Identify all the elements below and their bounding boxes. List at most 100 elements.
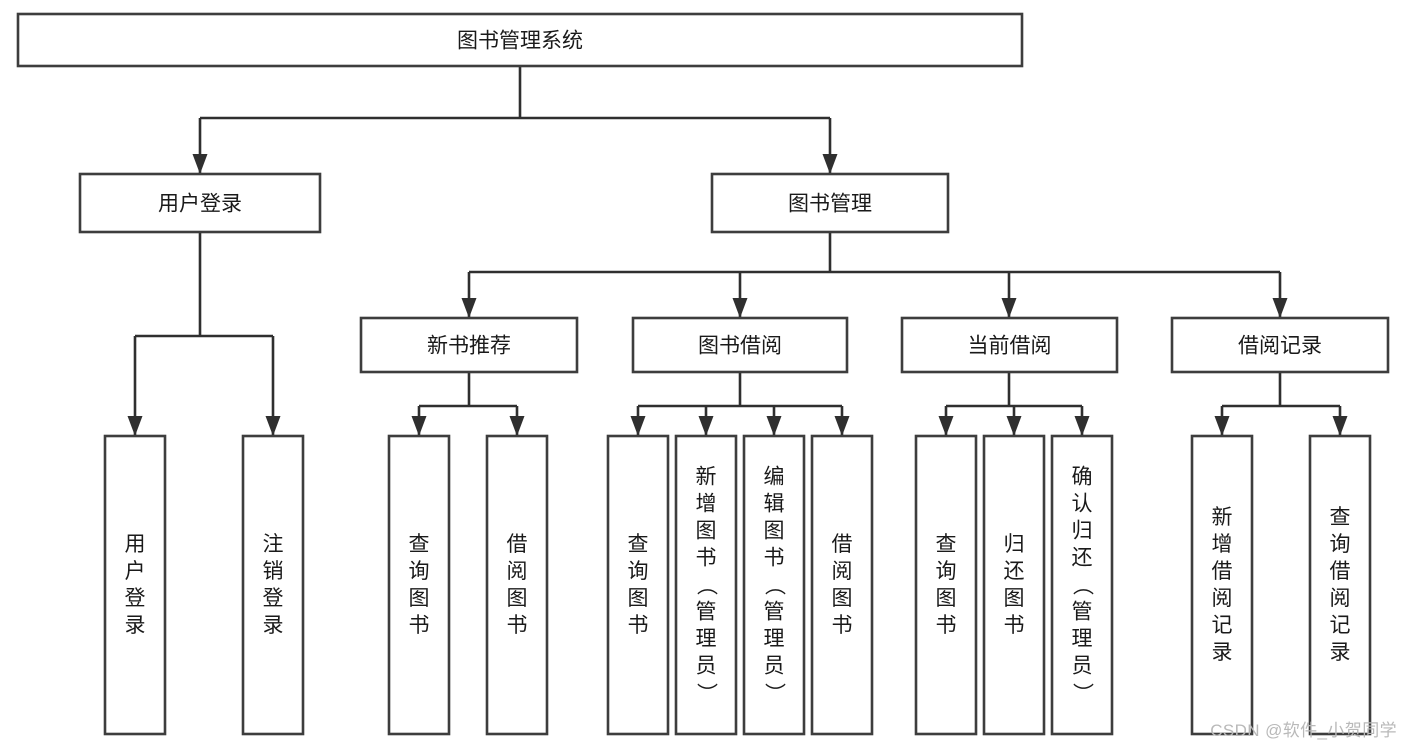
svg-text:录: 录: [1330, 641, 1351, 664]
node-box-leaf-query-book-c[interactable]: [914, 434, 978, 736]
nodes-layer: 图书管理系统用户登录图书管理新书推荐图书借阅当前借阅借阅记录用户登录注销登录查询…: [16, 12, 1390, 736]
node-box-l3-borrow[interactable]: [631, 316, 849, 374]
svg-text:图: 图: [832, 587, 853, 610]
svg-text:注: 注: [263, 533, 284, 556]
svg-text:书: 书: [936, 614, 957, 637]
node-box-l3-record[interactable]: [1170, 316, 1390, 374]
svg-text:图: 图: [628, 587, 649, 610]
svg-text:辑: 辑: [764, 493, 785, 516]
node-leaf-user-login[interactable]: 用户登录: [103, 434, 167, 736]
connector-group-current-to-leaves: [938, 372, 1090, 436]
node-l2-book-manage[interactable]: 图书管理: [710, 172, 950, 234]
node-label-l2-book-manage: 图书管理: [788, 193, 872, 216]
svg-text:阅: 阅: [507, 560, 528, 583]
svg-text:编: 编: [764, 466, 785, 489]
svg-text:询: 询: [409, 560, 430, 583]
node-box-root[interactable]: [16, 12, 1024, 68]
svg-text:图: 图: [696, 520, 717, 543]
csdn-watermark: CSDN @软件_小贺同学: [1210, 721, 1397, 740]
node-l3-record[interactable]: 借阅记录: [1170, 316, 1390, 374]
node-box-leaf-query-book-b[interactable]: [606, 434, 670, 736]
svg-text:阅: 阅: [832, 560, 853, 583]
svg-text:新: 新: [696, 466, 717, 489]
node-box-leaf-borrow-book-b[interactable]: [810, 434, 874, 736]
svg-text:记: 记: [1212, 614, 1233, 637]
svg-text:图: 图: [507, 587, 528, 610]
connector-group-new-book-to-leaves: [411, 372, 525, 436]
node-box-leaf-query-book-a[interactable]: [387, 434, 451, 736]
svg-text:记: 记: [1330, 614, 1351, 637]
node-box-leaf-borrow-book-a[interactable]: [485, 434, 549, 736]
svg-text:询: 询: [936, 560, 957, 583]
node-label-l3-record: 借阅记录: [1238, 335, 1322, 358]
node-box-l2-book-manage[interactable]: [710, 172, 950, 234]
svg-text:管: 管: [696, 601, 717, 624]
node-box-leaf-query-record[interactable]: [1308, 434, 1372, 736]
node-box-l3-current[interactable]: [900, 316, 1119, 374]
svg-text:询: 询: [628, 560, 649, 583]
svg-text:管: 管: [764, 601, 785, 624]
node-l3-current[interactable]: 当前借阅: [900, 316, 1119, 374]
node-l3-borrow[interactable]: 图书借阅: [631, 316, 849, 374]
svg-text:借: 借: [832, 533, 853, 556]
node-box-l2-user-login[interactable]: [78, 172, 322, 234]
svg-text:员: 员: [696, 655, 717, 678]
svg-text:书: 书: [832, 614, 853, 637]
svg-text:还: 还: [1072, 547, 1093, 570]
svg-text:询: 询: [1330, 533, 1351, 556]
node-box-leaf-user-login[interactable]: [103, 434, 167, 736]
svg-text:归: 归: [1072, 520, 1093, 543]
svg-text:查: 查: [628, 533, 649, 556]
svg-text:（: （: [1071, 575, 1094, 596]
svg-text:图: 图: [409, 587, 430, 610]
node-box-leaf-confirm-return[interactable]: [1050, 434, 1114, 736]
node-box-leaf-return-book[interactable]: [982, 434, 1046, 736]
svg-text:销: 销: [263, 560, 284, 583]
node-label-l3-borrow: 图书借阅: [698, 335, 782, 358]
svg-text:还: 还: [1004, 560, 1025, 583]
node-l2-user-login[interactable]: 用户登录: [78, 172, 322, 234]
node-label-leaf-user-login: 用户登录: [125, 533, 146, 637]
svg-text:录: 录: [1212, 641, 1233, 664]
svg-text:登: 登: [125, 587, 146, 610]
svg-text:理: 理: [696, 628, 717, 651]
node-root[interactable]: 图书管理系统: [16, 12, 1024, 68]
node-box-leaf-edit-book[interactable]: [742, 434, 806, 736]
svg-text:阅: 阅: [1330, 587, 1351, 610]
svg-text:新: 新: [1212, 506, 1233, 529]
connector-group-borrow-to-leaves: [630, 372, 850, 436]
node-l3-new-book[interactable]: 新书推荐: [359, 316, 579, 374]
node-label-l2-user-login: 用户登录: [158, 193, 242, 216]
node-box-leaf-logout[interactable]: [241, 434, 305, 736]
svg-text:户: 户: [125, 560, 146, 583]
svg-text:登: 登: [263, 587, 284, 610]
connectors-layer: [127, 66, 1348, 436]
node-box-leaf-add-book[interactable]: [674, 434, 738, 736]
node-box-l3-new-book[interactable]: [359, 316, 579, 374]
svg-text:书: 书: [764, 547, 785, 570]
svg-text:增: 增: [1212, 533, 1233, 556]
svg-text:查: 查: [936, 533, 957, 556]
node-box-leaf-add-record[interactable]: [1190, 434, 1254, 736]
svg-text:查: 查: [409, 533, 430, 556]
svg-text:确: 确: [1072, 466, 1093, 489]
